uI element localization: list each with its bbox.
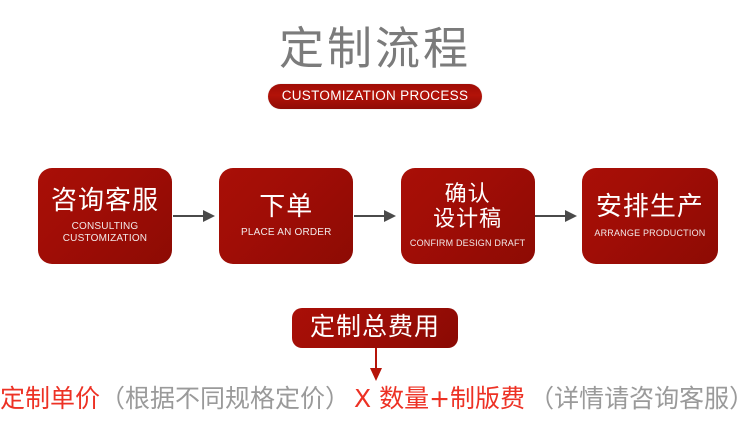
- formula-multiplier: X 数量+制版费: [354, 384, 526, 413]
- flow-step-title-en: CONFIRM DESIGN DRAFT: [409, 237, 526, 248]
- flow-step-place-order: 下单 PLACE AN ORDER: [219, 168, 354, 264]
- formula-unit-price: 定制单价: [0, 384, 101, 413]
- flow-step-title-en: ARRANGE PRODUCTION: [594, 227, 706, 238]
- flow-step-consulting: 咨询客服 CONSULTING CUSTOMIZATION: [38, 168, 172, 264]
- flow-step-title-cn: 咨询客服: [50, 185, 159, 216]
- arrow-head: [202, 210, 215, 222]
- arrow-right-icon-3: [535, 209, 581, 223]
- subtitle-badge: CUSTOMIZATION PROCESS: [267, 84, 483, 109]
- arrow-shaft: [375, 348, 377, 370]
- total-cost-badge: 定制总费用: [291, 308, 458, 348]
- header: 定制流程 CUSTOMIZATION PROCESS: [0, 0, 750, 130]
- flow-step-arrange-production: 安排生产 ARRANGE PRODUCTION: [581, 168, 718, 264]
- flow-step-title-en: PLACE AN ORDER: [241, 226, 332, 238]
- flow-step-title-cn: 安排生产: [595, 191, 704, 222]
- arrow-down-icon: [370, 348, 382, 382]
- page-title: 定制流程: [278, 22, 471, 75]
- flow-step-confirm-design: 确认 设计稿 CONFIRM DESIGN DRAFT: [400, 168, 535, 264]
- arrow-right-icon-2: [353, 209, 400, 223]
- arrow-right-icon-1: [172, 209, 219, 223]
- arrow-shaft: [353, 215, 386, 217]
- process-flow: 咨询客服 CONSULTING CUSTOMIZATION 下单 PLACE A…: [38, 168, 718, 264]
- arrow-head: [565, 210, 578, 222]
- arrow-head: [370, 368, 382, 381]
- formula-unit-price-note: （根据不同规格定价）: [100, 384, 351, 413]
- formula-multiplier-note: （详情请咨询客服）: [529, 384, 750, 413]
- flow-step-title-en: CONSULTING CUSTOMIZATION: [62, 220, 148, 244]
- cost-formula: 定制单价（根据不同规格定价）X 数量+制版费（详情请咨询客服）: [0, 382, 750, 416]
- arrow-shaft: [172, 215, 205, 217]
- arrow-head: [383, 210, 396, 222]
- total-cost-wrap: 定制总费用: [0, 308, 750, 348]
- flow-step-title-cn: 下单: [259, 191, 314, 222]
- arrow-shaft: [535, 215, 568, 217]
- flow-step-title-cn: 确认 设计稿: [433, 181, 503, 232]
